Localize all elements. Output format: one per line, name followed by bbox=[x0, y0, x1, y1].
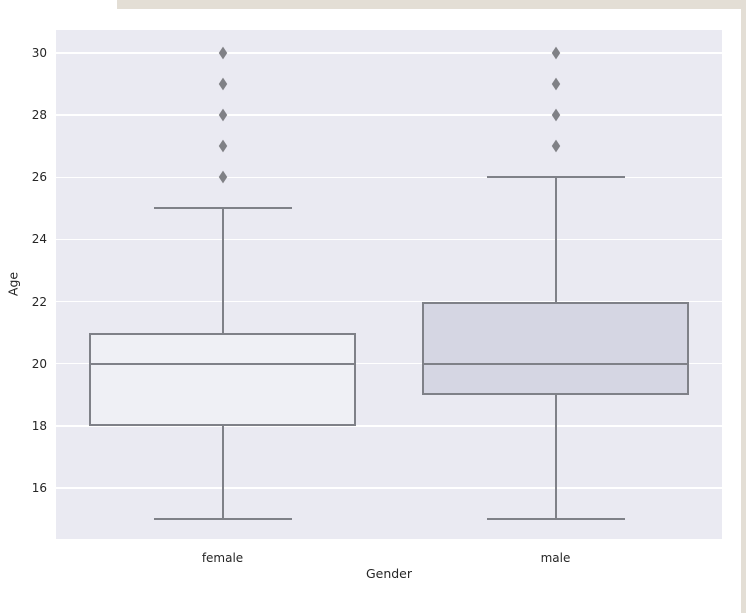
y-tick-label: 18 bbox=[31, 418, 47, 433]
gridline bbox=[56, 176, 722, 179]
y-tick-label: 28 bbox=[31, 108, 47, 123]
gridline bbox=[56, 300, 722, 303]
gridline bbox=[56, 425, 722, 427]
gridline bbox=[56, 238, 722, 241]
y-tick-label: 30 bbox=[31, 45, 47, 60]
gridline bbox=[56, 114, 722, 116]
gridline bbox=[56, 487, 722, 489]
window-edge-right bbox=[741, 0, 746, 613]
y-tick-label: 22 bbox=[31, 294, 47, 309]
y-tick-label: 26 bbox=[31, 170, 47, 185]
x-axis-label: Gender bbox=[365, 566, 413, 581]
x-tick-label-female: female bbox=[201, 551, 244, 565]
window-edge-top bbox=[117, 0, 746, 9]
y-axis-label: Age bbox=[5, 271, 21, 297]
y-tick-label: 16 bbox=[31, 481, 47, 496]
x-tick-label-male: male bbox=[540, 551, 571, 565]
plot-area bbox=[56, 30, 722, 539]
y-tick-label: 20 bbox=[31, 356, 47, 371]
gridline bbox=[56, 362, 722, 365]
y-tick-label: 24 bbox=[31, 232, 47, 247]
gridline bbox=[56, 52, 722, 54]
